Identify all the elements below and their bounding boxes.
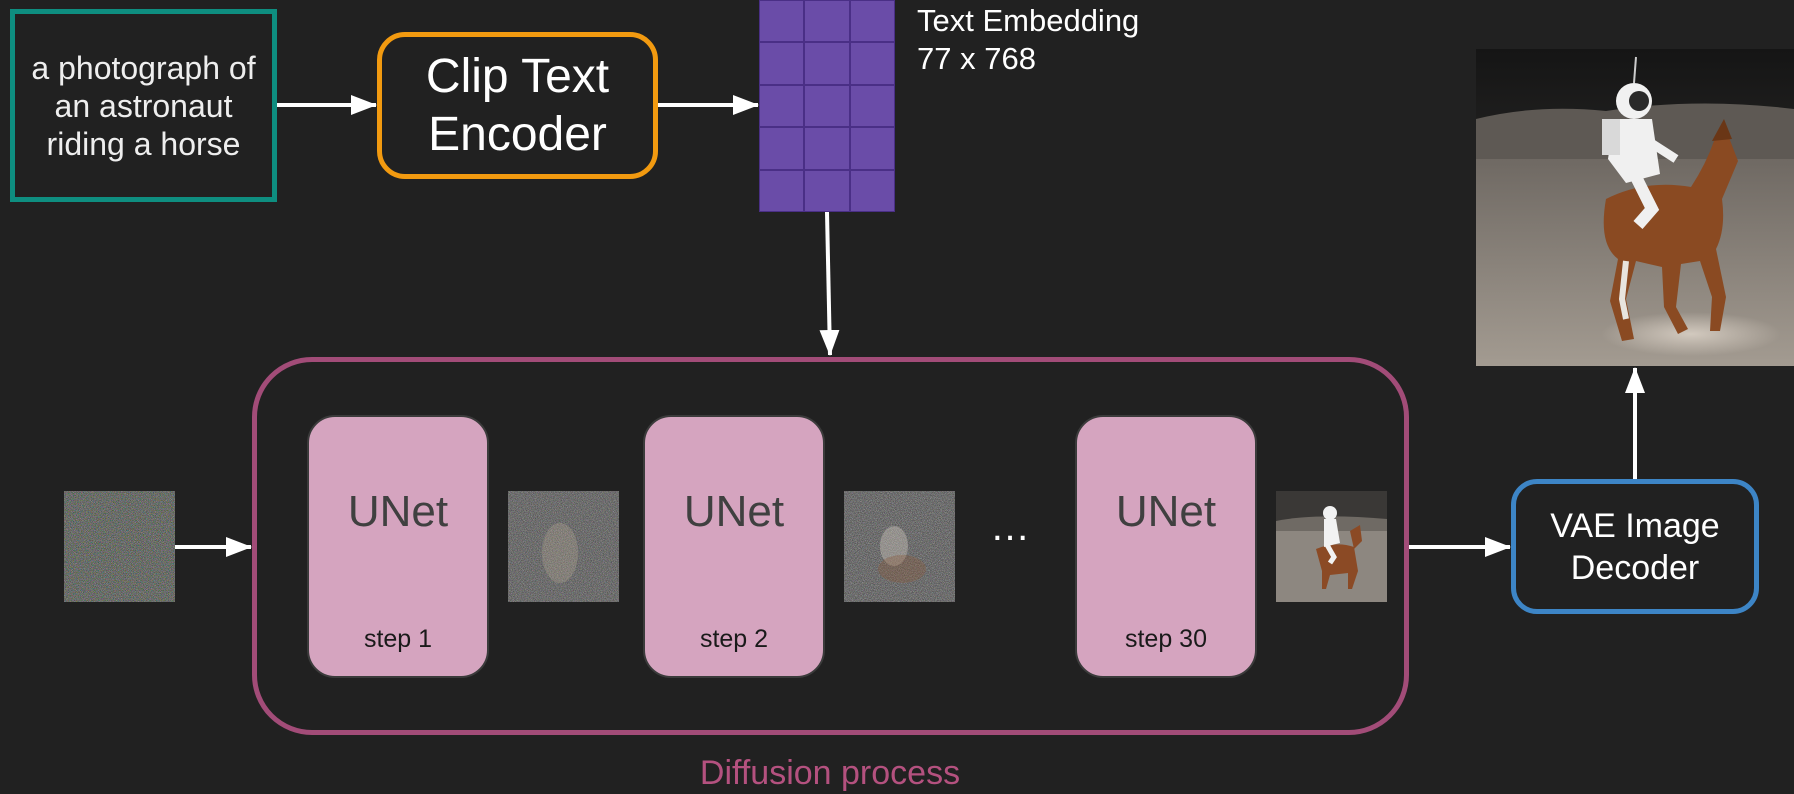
unet-block-step-1: UNet step 1 bbox=[307, 415, 489, 678]
text-embedding-dims: 77 x 768 bbox=[917, 41, 1036, 76]
final-latent-thumbnail bbox=[1276, 491, 1387, 602]
unet-label: UNet bbox=[1115, 487, 1217, 536]
unet-step-label: step 2 bbox=[699, 625, 769, 653]
ellipsis: … bbox=[990, 505, 1030, 549]
diffusion-process-box bbox=[252, 357, 1409, 735]
unet-label: UNet bbox=[683, 487, 785, 536]
unet-block-step-30: UNet step 30 bbox=[1075, 415, 1257, 678]
denoising-latent-step-1 bbox=[508, 491, 619, 602]
unet-step-label: step 1 bbox=[363, 625, 433, 653]
unet-block-step-2: UNet step 2 bbox=[643, 415, 825, 678]
prompt-box: a photograph of an astronaut riding a ho… bbox=[10, 9, 277, 202]
generated-output-image bbox=[1476, 49, 1794, 366]
text-embedding-label: Text Embedding 77 x 768 bbox=[917, 2, 1139, 78]
prompt-text: a photograph of an astronaut riding a ho… bbox=[31, 49, 256, 162]
vae-image-decoder-box: VAE Image Decoder bbox=[1511, 479, 1759, 614]
unet-step-label: step 30 bbox=[1124, 625, 1207, 653]
random-noise-image bbox=[64, 491, 175, 602]
text-embedding-title: Text Embedding bbox=[917, 3, 1140, 38]
text-embedding-matrix bbox=[759, 0, 895, 212]
arrow-embedding-to-diffusion bbox=[819, 211, 840, 356]
denoising-latent-step-2 bbox=[844, 491, 955, 602]
clip-text-encoder-label: Clip Text Encoder bbox=[425, 49, 610, 161]
vae-image-decoder-label: VAE Image Decoder bbox=[1550, 506, 1720, 587]
diffusion-process-label: Diffusion process bbox=[699, 754, 961, 792]
clip-text-encoder-box: Clip Text Encoder bbox=[377, 32, 658, 179]
unet-label: UNet bbox=[347, 487, 449, 536]
